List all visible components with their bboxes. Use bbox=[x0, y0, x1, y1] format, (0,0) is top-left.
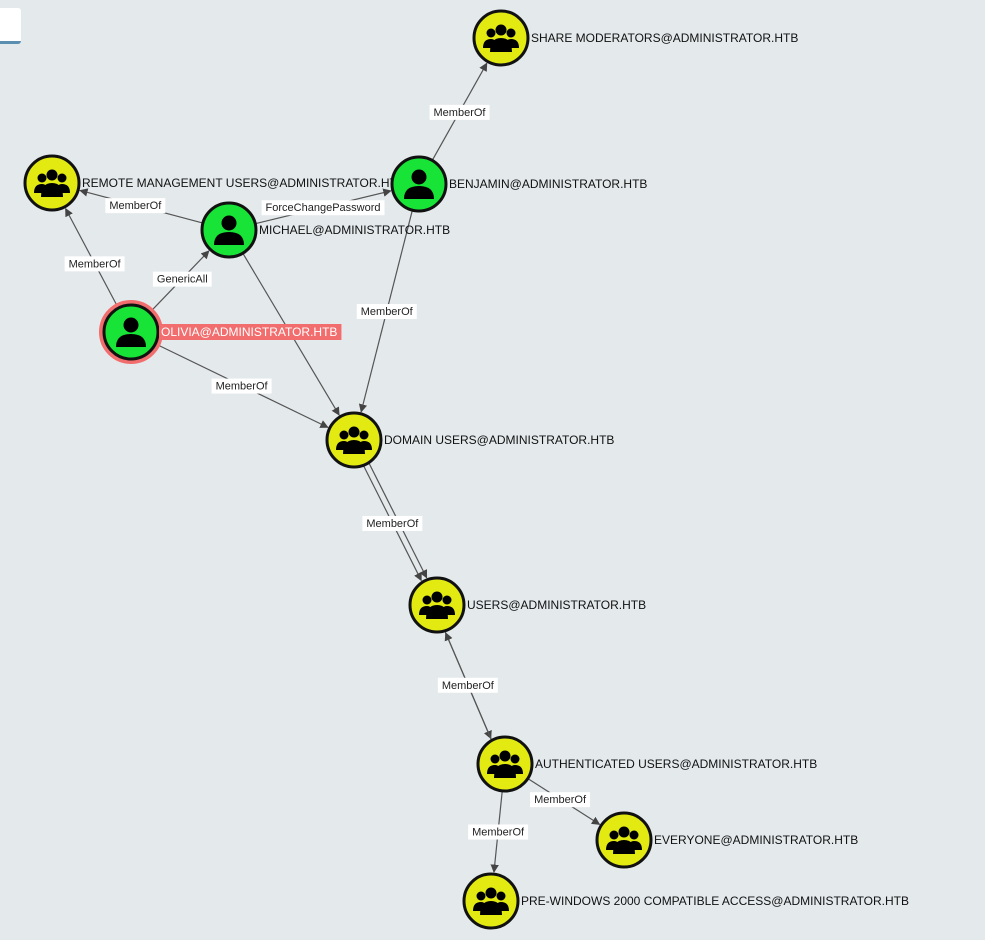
edge-label-background bbox=[437, 677, 498, 693]
node-label: DOMAIN USERS@ADMINISTRATOR.HTB bbox=[384, 433, 614, 447]
node-label: REMOTE MANAGEMENT USERS@ADMINISTRATOR.HT… bbox=[82, 176, 405, 190]
edge-label-text: MemberOf bbox=[69, 258, 122, 270]
user-icon bbox=[404, 169, 434, 199]
edge-label-background bbox=[64, 256, 125, 272]
edge-label: MemberOf bbox=[437, 677, 498, 693]
edge-label-background bbox=[429, 104, 490, 120]
edge-label-background bbox=[105, 198, 166, 214]
node-label: EVERYONE@ADMINISTRATOR.HTB bbox=[654, 833, 858, 847]
edge-label: MemberOf bbox=[105, 198, 166, 214]
edge-label: GenericAll bbox=[152, 271, 212, 287]
edge-label-text: ForceChangePassword bbox=[266, 202, 381, 214]
node-benjamin[interactable]: BENJAMIN@ADMINISTRATOR.HTB bbox=[390, 155, 647, 213]
node-label: OLIVIA@ADMINISTRATOR.HTB bbox=[161, 325, 337, 339]
edge-label: MemberOf bbox=[356, 304, 417, 320]
edge-label-background bbox=[468, 824, 529, 840]
edge-label-text: MemberOf bbox=[361, 306, 414, 318]
node-pre-windows-2000[interactable]: PRE-WINDOWS 2000 COMPATIBLE ACCESS@ADMIN… bbox=[462, 872, 909, 930]
node-users[interactable]: USERS@ADMINISTRATOR.HTB bbox=[408, 576, 646, 634]
edge-label: MemberOf bbox=[211, 378, 272, 394]
edge-label: MemberOf bbox=[530, 792, 591, 808]
node-label: SHARE MODERATORS@ADMINISTRATOR.HTB bbox=[531, 31, 798, 45]
edge-label-background bbox=[362, 515, 423, 531]
users-group-icon bbox=[34, 169, 70, 197]
edge-label-text: MemberOf bbox=[109, 200, 162, 212]
node-authenticated-users[interactable]: AUTHENTICATED USERS@ADMINISTRATOR.HTB bbox=[476, 735, 817, 793]
users-group-icon bbox=[483, 24, 519, 52]
node-michael[interactable]: MICHAEL@ADMINISTRATOR.HTB bbox=[200, 201, 450, 259]
selected-label-background bbox=[159, 324, 342, 340]
node-remote-management-users[interactable]: REMOTE MANAGEMENT USERS@ADMINISTRATOR.HT… bbox=[23, 154, 405, 212]
edge-label-background bbox=[261, 200, 385, 216]
users-group-icon bbox=[487, 750, 523, 778]
users-group-icon bbox=[473, 887, 509, 915]
node-label: BENJAMIN@ADMINISTRATOR.HTB bbox=[449, 177, 647, 191]
users-group-icon bbox=[606, 826, 642, 854]
users-group-icon bbox=[419, 591, 455, 619]
node-domain-users[interactable]: DOMAIN USERS@ADMINISTRATOR.HTB bbox=[325, 411, 614, 469]
node-olivia[interactable]: OLIVIA@ADMINISTRATOR.HTB bbox=[99, 300, 342, 364]
node-label: USERS@ADMINISTRATOR.HTB bbox=[467, 598, 646, 612]
users-group-icon bbox=[336, 426, 372, 454]
node-label: PRE-WINDOWS 2000 COMPATIBLE ACCESS@ADMIN… bbox=[521, 894, 909, 908]
node-everyone[interactable]: EVERYONE@ADMINISTRATOR.HTB bbox=[595, 811, 858, 869]
edge-label-text: MemberOf bbox=[472, 827, 525, 839]
edge-label: MemberOf bbox=[362, 515, 423, 531]
user-icon bbox=[116, 317, 146, 347]
edge-label-text: MemberOf bbox=[434, 107, 487, 119]
edge-label-background bbox=[211, 378, 272, 394]
node-share-moderators[interactable]: SHARE MODERATORS@ADMINISTRATOR.HTB bbox=[472, 9, 798, 67]
edge-label-text: MemberOf bbox=[442, 680, 495, 692]
edge-label-text: MemberOf bbox=[534, 794, 587, 806]
edge-label-text: MemberOf bbox=[366, 518, 419, 530]
edge-label-background bbox=[152, 271, 212, 287]
edge-label-text: GenericAll bbox=[157, 274, 208, 286]
node-label: AUTHENTICATED USERS@ADMINISTRATOR.HTB bbox=[535, 757, 817, 771]
edge-label-background bbox=[530, 792, 591, 808]
edge-label: ForceChangePassword bbox=[261, 200, 385, 216]
edge-label-text: MemberOf bbox=[216, 381, 269, 393]
edge-label: MemberOf bbox=[468, 824, 529, 840]
nodes-layer: SHARE MODERATORS@ADMINISTRATOR.HTB REMOTE… bbox=[23, 9, 909, 930]
user-icon bbox=[214, 215, 244, 245]
edge-label-background bbox=[356, 304, 417, 320]
edge-label: MemberOf bbox=[64, 256, 125, 272]
edge-label: MemberOf bbox=[429, 104, 490, 120]
node-label: MICHAEL@ADMINISTRATOR.HTB bbox=[259, 223, 450, 237]
panel-toggle-tab[interactable] bbox=[0, 8, 21, 44]
